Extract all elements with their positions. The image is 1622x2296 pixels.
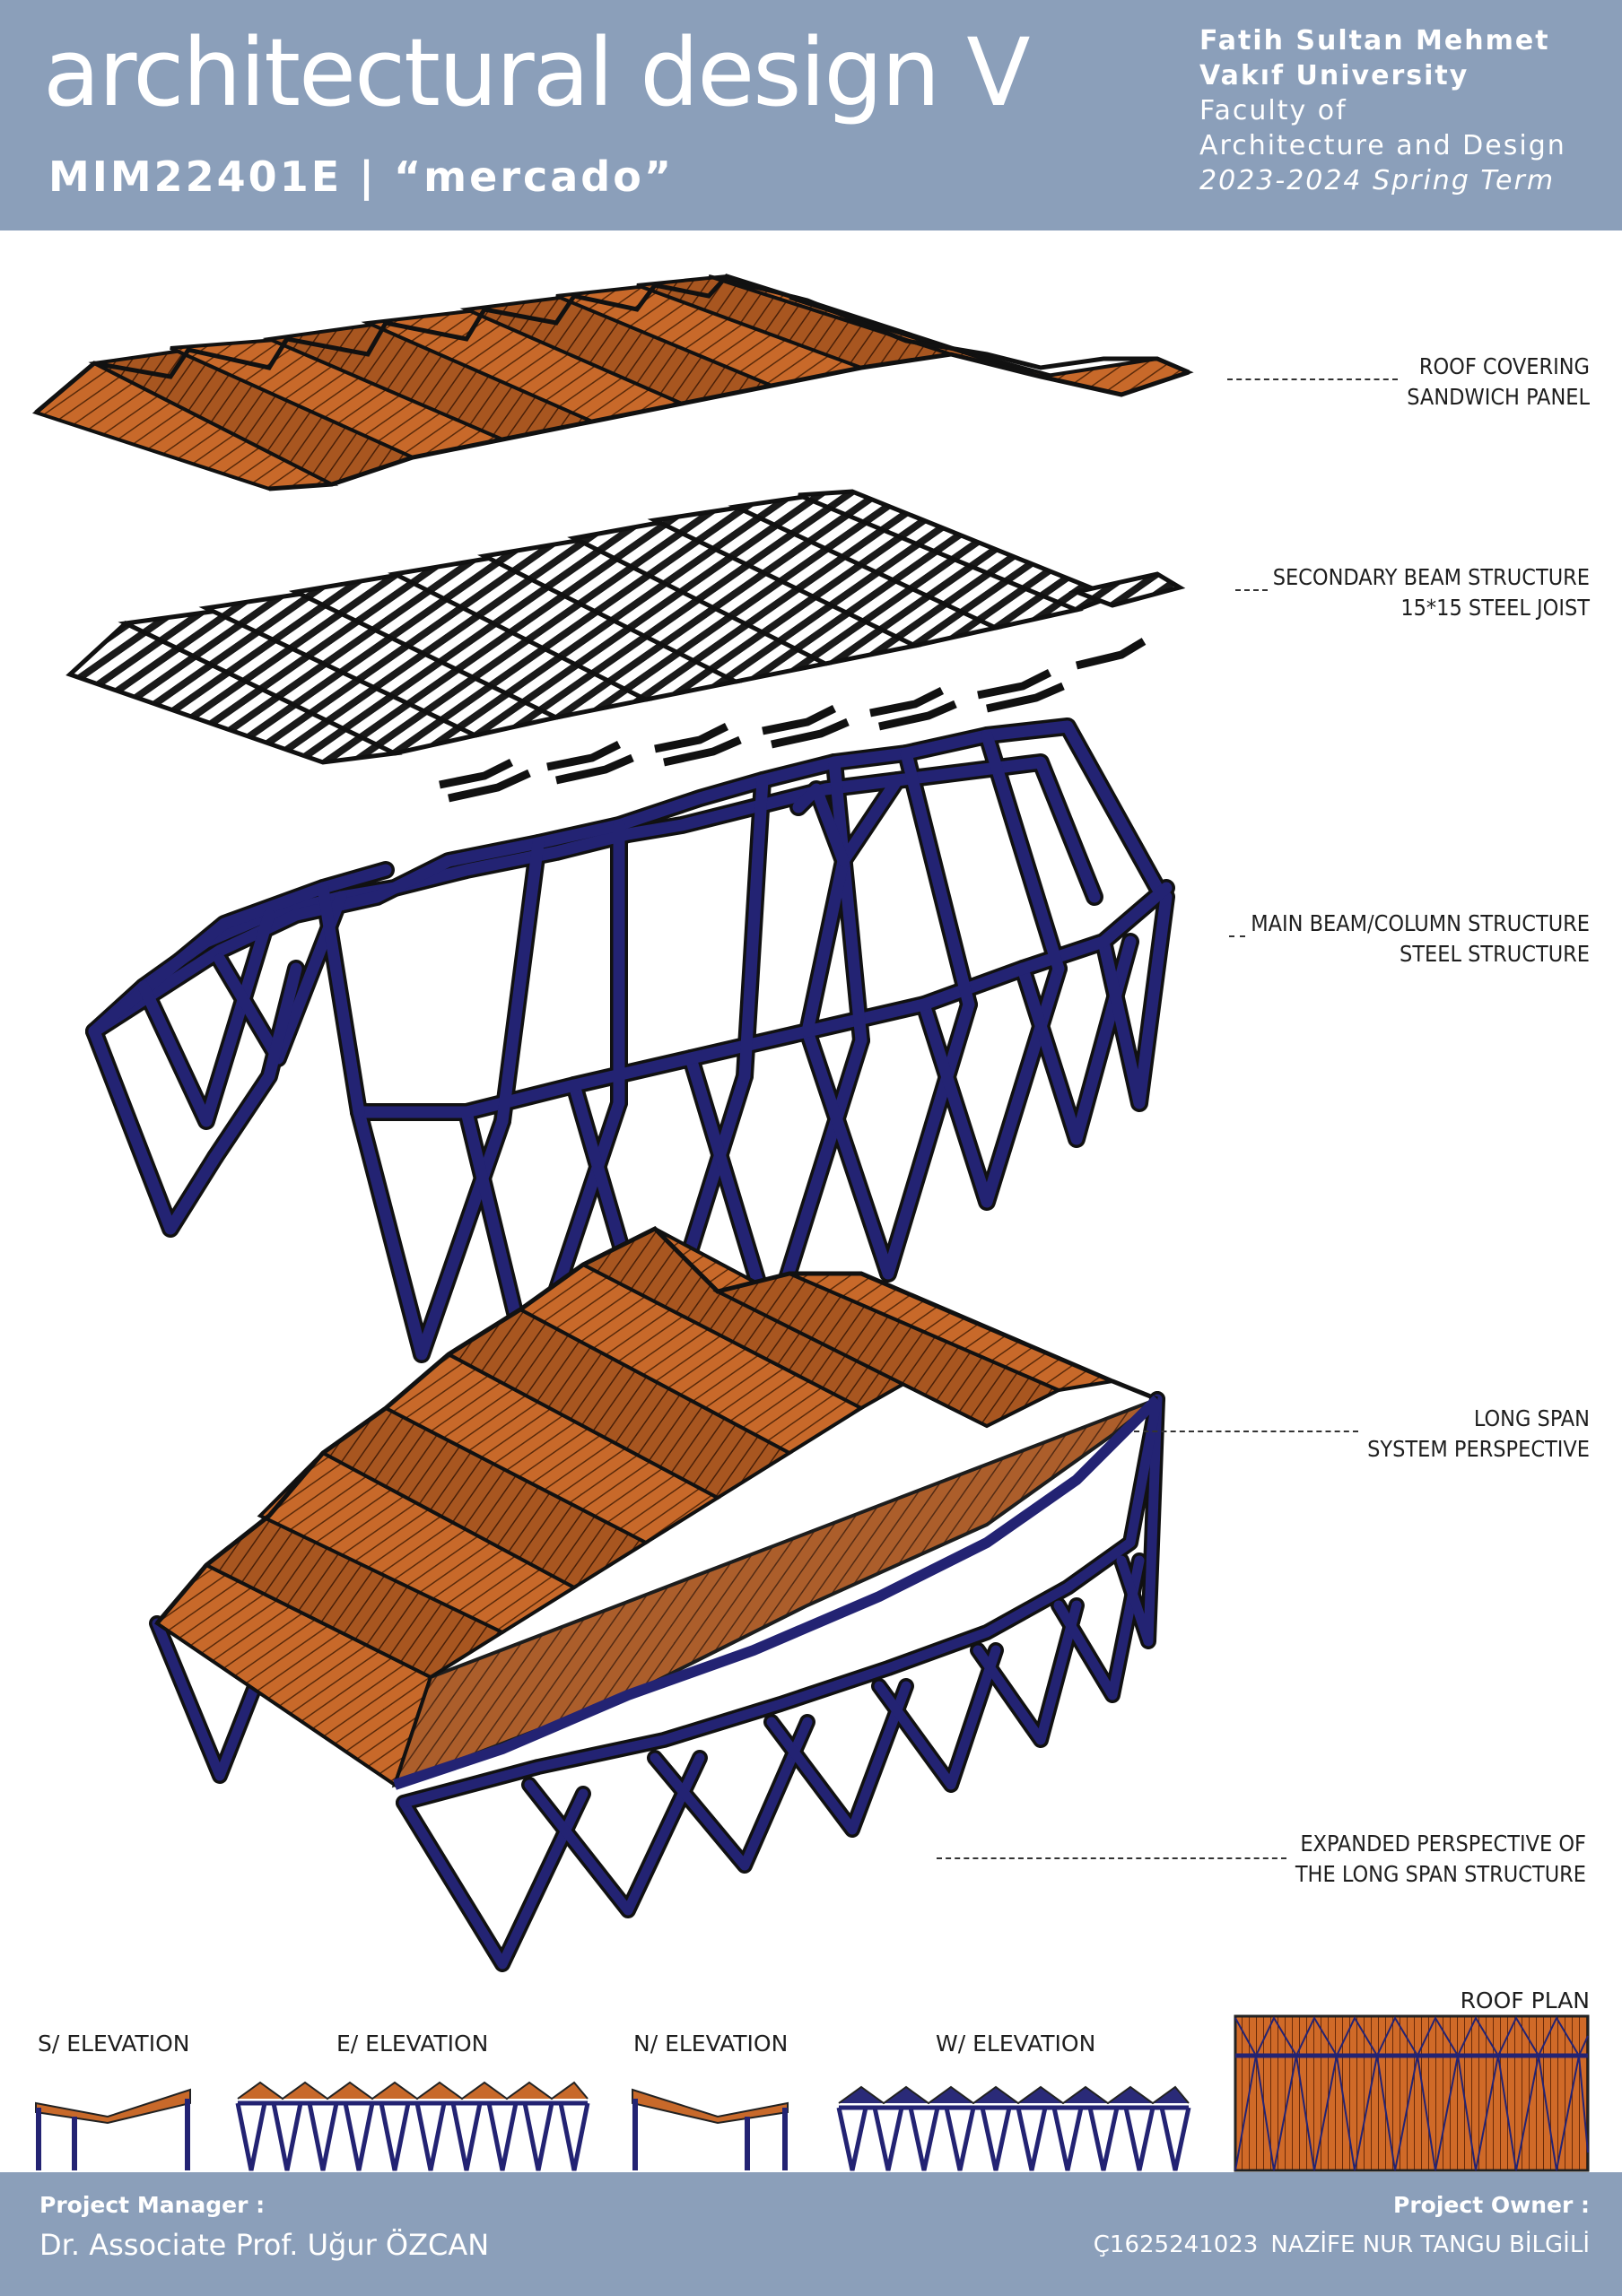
label-secondary-beam: SECONDARY BEAM STRUCTURE 15*15 STEEL JOI… [1234, 562, 1590, 623]
owner-info: Ç1625241023 NAZİFE NUR TANGU BİLGİLİ [1094, 2231, 1590, 2258]
north-elevation [632, 2088, 789, 2170]
label-long-span: LONG SPAN SYSTEM PERSPECTIVE [1134, 1404, 1590, 1465]
roof-plan [1234, 2014, 1590, 2172]
long-span-perspective [149, 1225, 1165, 1972]
university-line2: Vakıf University [1199, 60, 1469, 91]
course-code: MIM22401E | “mercado” [48, 152, 675, 201]
label-north-elevation: N/ ELEVATION [633, 2031, 789, 2057]
header-band: architectural design V MIM22401E | “merc… [0, 0, 1622, 230]
secondary-beam-layer [65, 489, 1186, 803]
faculty-line2: Architecture and Design [1199, 130, 1566, 161]
label-line: STEEL STRUCTURE [1400, 941, 1590, 967]
label-line: SECONDARY BEAM STRUCTURE [1272, 564, 1590, 590]
label-line: EXPANDED PERSPECTIVE OF [1300, 1831, 1586, 1857]
faculty-line1: Faculty of [1199, 95, 1347, 126]
label-south-elevation: S/ ELEVATION [38, 2031, 190, 2057]
university-block: Fatih Sultan Mehmet Vakıf University Fac… [1199, 23, 1566, 198]
south-elevation [35, 2088, 191, 2170]
owner-name: NAZİFE NUR TANGU BİLGİLİ [1270, 2231, 1590, 2258]
west-elevation [836, 2085, 1191, 2171]
label-east-elevation: E/ ELEVATION [336, 2031, 489, 2057]
owner-id: Ç1625241023 [1093, 2231, 1259, 2258]
manager-label: Project Manager : [39, 2192, 266, 2218]
page-title: architectural design V [43, 18, 1030, 127]
label-main-beam: MAIN BEAM/COLUMN STRUCTURE STEEL STRUCTU… [1229, 909, 1590, 970]
label-west-elevation: W/ ELEVATION [936, 2031, 1096, 2057]
label-line: MAIN BEAM/COLUMN STRUCTURE [1251, 910, 1590, 936]
label-roof-covering: ROOF COVERING SANDWICH PANEL [1227, 352, 1590, 413]
main-steel-structure-layer [85, 718, 1175, 1381]
label-line: ROOF COVERING [1418, 353, 1590, 379]
label-roof-plan: ROOF PLAN [1460, 1987, 1590, 2013]
label-line: SYSTEM PERSPECTIVE [1367, 1436, 1590, 1462]
label-expanded-perspective: EXPANDED PERSPECTIVE OF THE LONG SPAN ST… [936, 1829, 1586, 1890]
elevation-drawings [35, 2014, 1590, 2172]
university-line1: Fatih Sultan Mehmet [1199, 25, 1550, 57]
label-line: THE LONG SPAN STRUCTURE [1295, 1861, 1586, 1887]
roof-covering-layer [31, 274, 1194, 491]
owner-label: Project Owner : [1393, 2192, 1590, 2218]
manager-name: Dr. Associate Prof. Uğur ÖZCAN [39, 2228, 490, 2262]
label-line: 15*15 STEEL JOIST [1400, 595, 1590, 621]
label-line: SANDWICH PANEL [1407, 384, 1590, 410]
term: 2023-2024 Spring Term [1199, 165, 1556, 196]
east-elevation [235, 2081, 590, 2171]
label-line: LONG SPAN [1473, 1405, 1590, 1431]
exploded-axonometric [31, 274, 1590, 2172]
footer-band: Project Manager : Dr. Associate Prof. Uğ… [0, 2172, 1622, 2296]
